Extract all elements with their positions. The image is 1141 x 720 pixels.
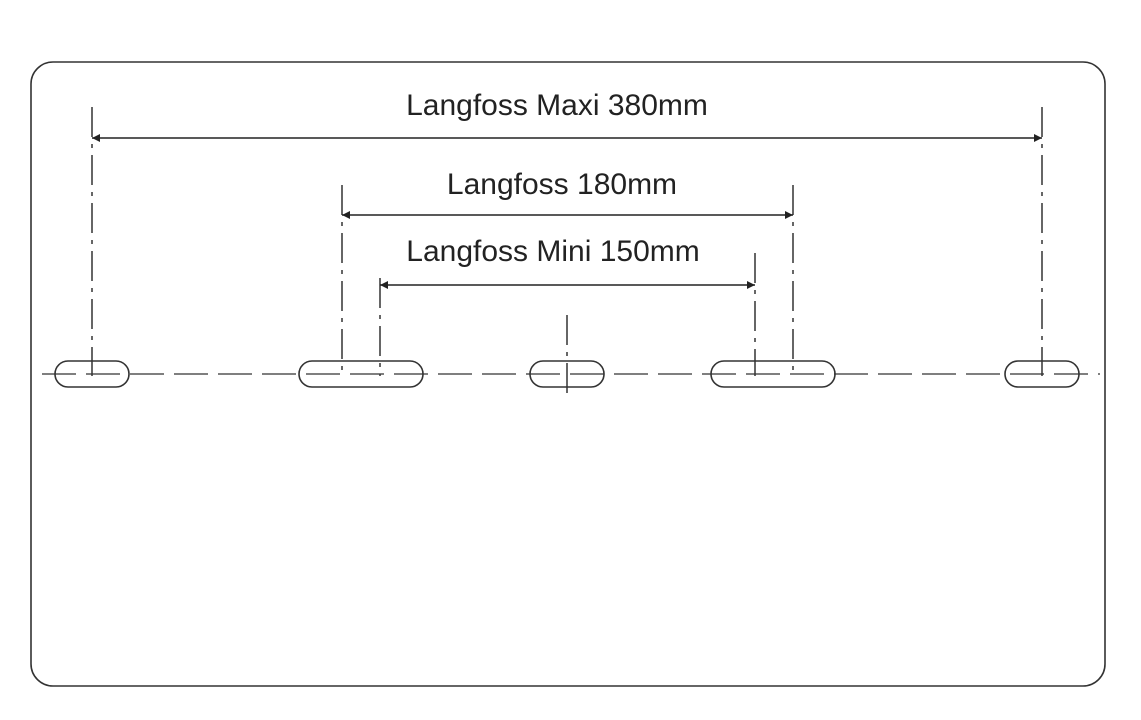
slot-left-long	[298, 360, 424, 388]
dimension-maxi: Langfoss Maxi 380mm	[92, 89, 1042, 142]
dimension-180: Langfoss 180mm	[342, 168, 793, 219]
slot-right-long	[710, 360, 836, 388]
dimension-label-180: Langfoss 180mm	[447, 168, 677, 201]
extension-lines	[91, 107, 1043, 394]
dimension-mini: Langfoss Mini 150mm	[380, 235, 755, 289]
dimension-label-mini: Langfoss Mini 150mm	[406, 235, 699, 268]
plate-outline	[30, 61, 1106, 687]
dimension-label-maxi: Langfoss Maxi 380mm	[406, 89, 708, 122]
